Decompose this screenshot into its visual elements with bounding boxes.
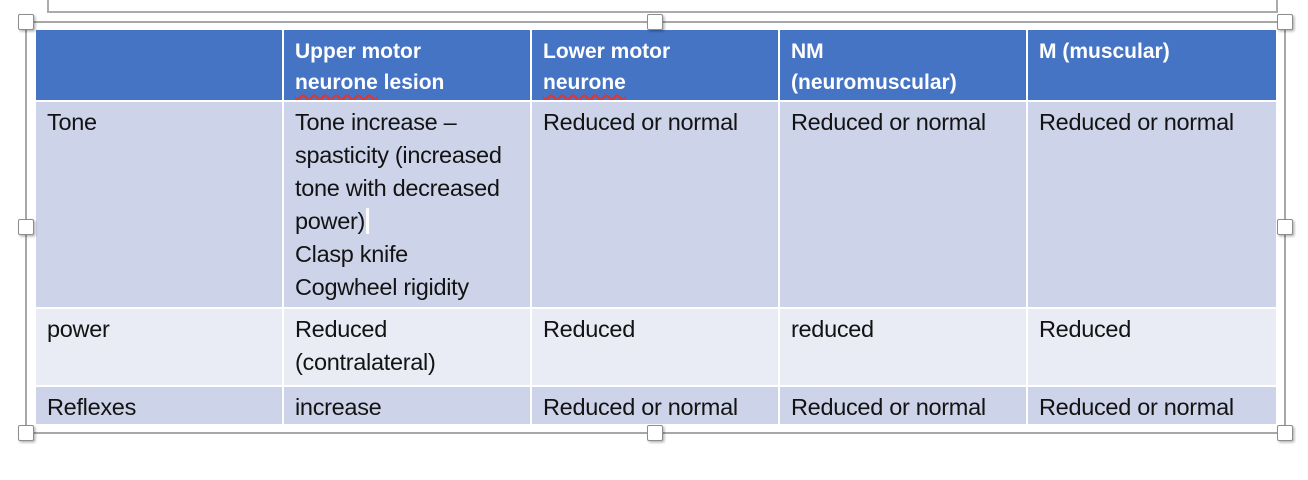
cell-power-lmn[interactable]: Reduced (532, 309, 780, 387)
cell-text: reduced (791, 316, 874, 342)
header-cell-muscular[interactable]: M (muscular) (1028, 30, 1276, 102)
cell-text: Reduced (1039, 316, 1131, 342)
header-lmn-line1: Lower motor (543, 40, 671, 63)
cell-tone-m[interactable]: Reduced or normal (1028, 102, 1276, 309)
selection-handle-middle-right[interactable] (1277, 219, 1293, 235)
row-label: Reflexes (47, 394, 137, 420)
row-label: Tone (47, 109, 97, 135)
header-nm-line2: (neuromuscular) (791, 71, 957, 94)
misspelled-word: neurone (543, 71, 626, 94)
cell-text: Reduced or normal (1039, 394, 1234, 420)
selection-handle-bottom-right[interactable] (1277, 425, 1293, 441)
selection-handle-middle-left[interactable] (18, 219, 34, 235)
cell-text: Tone increase – spasticity (increased to… (295, 109, 502, 234)
cell-text: Reduced or normal (543, 394, 738, 420)
text-caret (366, 208, 369, 234)
selection-handle-top-middle[interactable] (647, 14, 663, 30)
cell-reflexes-lmn[interactable]: Reduced or normal (532, 387, 780, 424)
header-umn-line2-rest: lesion (377, 71, 445, 94)
selection-handle-bottom-left[interactable] (18, 425, 34, 441)
selection-handle-top-right[interactable] (1277, 14, 1293, 30)
cell-text: Reduced or normal (791, 109, 986, 135)
header-cell-nm[interactable]: NM (neuromuscular) (780, 30, 1028, 102)
cell-tone-lmn[interactable]: Reduced or normal (532, 102, 780, 309)
cell-tone-umn[interactable]: Tone increase – spasticity (increased to… (284, 102, 532, 309)
header-cell-lower-motor[interactable]: Lower motor neurone (532, 30, 780, 102)
selection-handle-bottom-middle[interactable] (647, 425, 663, 441)
cell-reflexes-m[interactable]: Reduced or normal (1028, 387, 1276, 424)
cell-text: Reduced (543, 316, 635, 342)
header-umn-line1: Upper motor (295, 40, 421, 63)
cell-text: increase (295, 394, 382, 420)
cell-rowlabel-reflexes[interactable]: Reflexes (36, 387, 284, 424)
cell-text: Reduced or normal (1039, 109, 1234, 135)
header-lmn-line2: neurone (543, 67, 770, 98)
placeholder-outline[interactable] (47, 0, 1278, 13)
header-cell-upper-motor[interactable]: Upper motor neurone lesion (284, 30, 532, 102)
cell-text: Reduced (contralateral) (295, 316, 436, 375)
cell-reflexes-umn[interactable]: increase (284, 387, 532, 424)
header-cell-blank[interactable] (36, 30, 284, 102)
cell-tone-nm[interactable]: Reduced or normal (780, 102, 1028, 309)
row-label: power (47, 316, 110, 342)
cell-text: Reduced or normal (791, 394, 986, 420)
misspelled-word: neurone (295, 71, 378, 94)
cell-power-nm[interactable]: reduced (780, 309, 1028, 387)
selection-handle-top-left[interactable] (18, 14, 34, 30)
header-m-line1: M (muscular) (1039, 40, 1170, 63)
cell-text: Clasp knife Cogwheel rigidity (295, 241, 469, 300)
cell-rowlabel-tone[interactable]: Tone (36, 102, 284, 309)
header-nm-line1: NM (791, 40, 824, 63)
cell-text: Reduced or normal (543, 109, 738, 135)
cell-rowlabel-power[interactable]: power (36, 309, 284, 387)
comparison-table: Upper motor neurone lesion Lower motor n… (36, 30, 1276, 424)
header-umn-line2: neurone lesion (295, 67, 522, 98)
cell-power-m[interactable]: Reduced (1028, 309, 1276, 387)
cell-power-umn[interactable]: Reduced (contralateral) (284, 309, 532, 387)
cell-reflexes-nm[interactable]: Reduced or normal (780, 387, 1028, 424)
